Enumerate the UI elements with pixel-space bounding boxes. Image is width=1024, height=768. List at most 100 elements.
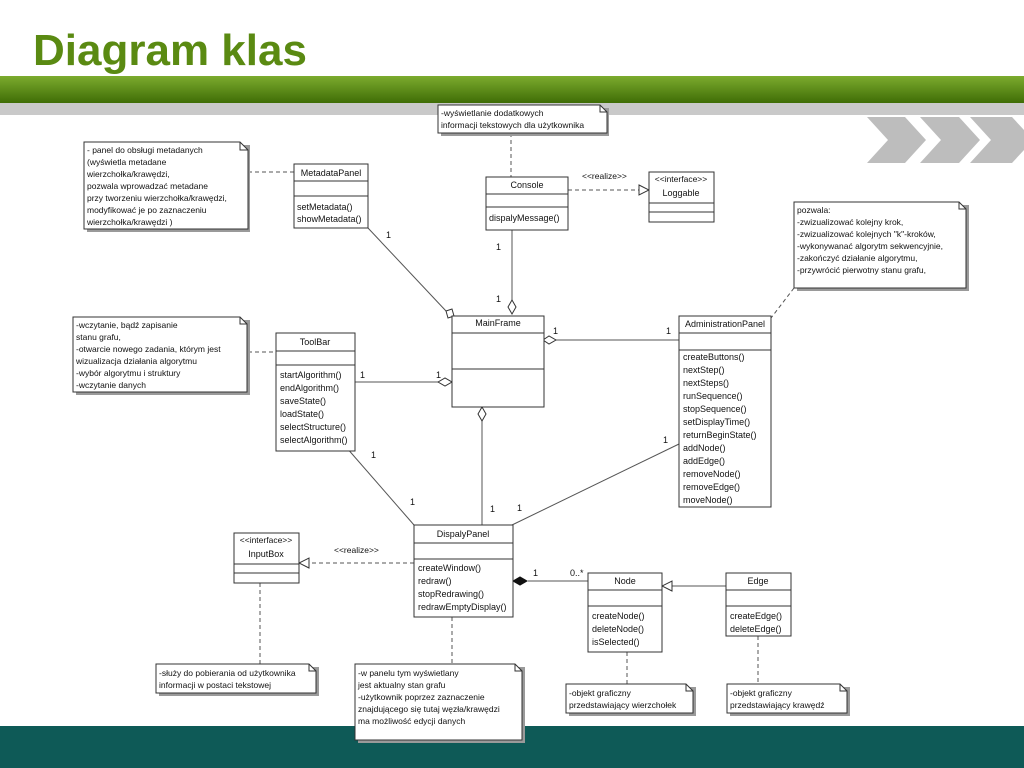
note-line: -w panelu tym wyświetlany (358, 668, 459, 678)
note-line: -zakończyć działanie algorytmu, (797, 253, 917, 263)
class-name: Loggable (662, 188, 699, 198)
note-line: -objekt graficzny (730, 688, 793, 698)
note-line: -wczytanie danych (76, 380, 146, 390)
note-line: -zwizualizować kolejnych "k"-kroków, (797, 229, 936, 239)
operation: createWindow() (418, 563, 481, 573)
note-line: -użytkownik poprzez zaznaczenie (358, 692, 485, 702)
note-edge: -objekt graficzny przedstawiający krawęd… (726, 683, 850, 716)
operation: nextSteps() (683, 378, 729, 388)
note-line: znajdującego się tutaj węzła/krawędzi (358, 704, 500, 714)
note-line: -przywrócić pierwotny stanu grafu, (797, 265, 926, 275)
operation: startAlgorithm() (280, 370, 342, 380)
slide-title: Diagram klas (33, 26, 307, 75)
note-input-box: -służy do pobierania od użytkownika info… (155, 663, 319, 696)
realize-label: <<realize>> (582, 171, 627, 181)
class-edge: Edge createEdge() deleteEdge() (725, 572, 792, 637)
operation: createButtons() (683, 352, 745, 362)
operation: stopSequence() (683, 404, 747, 414)
note-line: wierzchołka/krawędzi ) (86, 217, 173, 227)
operation: runSequence() (683, 391, 743, 401)
operation: redrawEmptyDisplay() (418, 602, 507, 612)
class-name: MainFrame (475, 318, 521, 328)
class-name: MetadataPanel (301, 168, 362, 178)
note-line: -objekt graficzny (569, 688, 632, 698)
note-node: -objekt graficzny przedstawiający wierzc… (565, 683, 696, 716)
note-line: -służy do pobierania od użytkownika (159, 668, 296, 678)
multiplicity-label: 1 (490, 504, 495, 514)
admin-note-connector (770, 287, 795, 319)
note-line: stanu grafu, (76, 332, 121, 342)
multiplicity-label: 1 (496, 242, 501, 252)
operation: removeEdge() (683, 482, 740, 492)
note-line: -wybór algorytmu i struktury (76, 368, 181, 378)
class-name: Node (614, 576, 636, 586)
note-line: wierzchołka/krawędzi, (86, 169, 170, 179)
multiplicity-label: 1 (663, 435, 668, 445)
composition-diamond (511, 576, 529, 586)
metadata-mainframe-assoc (367, 227, 447, 312)
operation: deleteNode() (592, 624, 644, 634)
operation: returnBeginState() (683, 430, 757, 440)
class-name: Edge (747, 576, 768, 586)
multiplicity-label: 1 (517, 503, 522, 513)
note-line: ma możliwość edycji danych (358, 716, 466, 726)
multiplicity-label: 1 (533, 568, 538, 578)
relation-labels: 1 1 1 1 1 1 1 1 1 1 1 1 1 0..* <<realize… (334, 171, 671, 578)
interface-loggable: <<interface>> Loggable (648, 171, 715, 223)
note-line: przedstawiający wierzchołek (569, 700, 677, 710)
note-line: pozwala wprowadzać metadane (87, 181, 208, 191)
note-administration: pozwala: -zwizualizować kolejny krok, -z… (793, 201, 969, 291)
realize-label: <<realize>> (334, 545, 379, 555)
operation: endAlgorithm() (280, 383, 339, 393)
multiplicity-label: 1 (553, 326, 558, 336)
operation: selectStructure() (280, 422, 346, 432)
note-line: przy tworzeniu wierzchołka/krawędzi, (87, 193, 227, 203)
note-toolbar: -wczytanie, bądź zapisanie stanu grafu, … (72, 316, 250, 395)
note-display-panel: -w panelu tym wyświetlany jest aktualny … (354, 663, 525, 743)
operation: selectAlgorithm() (280, 435, 348, 445)
operation: saveState() (280, 396, 326, 406)
chevron-decoration-icon (867, 117, 1024, 163)
class-console: Console dispalyMessage() (485, 176, 569, 231)
multiplicity-label: 1 (496, 294, 501, 304)
multiplicity-label: 1 (436, 370, 441, 380)
class-name: Console (510, 180, 543, 190)
note-line: -wczytanie, bądź zapisanie (76, 320, 178, 330)
operation: deleteEdge() (730, 624, 782, 634)
class-display-panel: DispalyPanel createWindow() redraw() sto… (413, 524, 514, 618)
operation: isSelected() (592, 637, 640, 647)
note-line: informacji w postaci tekstowej (159, 680, 271, 690)
operation: nextStep() (683, 365, 725, 375)
operation: stopRedrawing() (418, 589, 484, 599)
aggregation-diamond (542, 335, 558, 345)
interface-input-box: <<interface>> InputBox (233, 532, 300, 584)
class-name: AdministrationPanel (685, 319, 765, 329)
note-console: -wyświetlanie dodatkowych informacji tek… (437, 104, 609, 136)
multiplicity-label: 0..* (570, 568, 584, 578)
operation: addEdge() (683, 456, 725, 466)
class-name: InputBox (248, 549, 284, 559)
note-line: informacji tekstowych dla użytkownika (441, 120, 584, 130)
multiplicity-label: 1 (410, 497, 415, 507)
note-line: jest aktualny stan grafu (357, 680, 446, 690)
multiplicity-label: 1 (666, 326, 671, 336)
operation: createEdge() (730, 611, 782, 621)
toolbar-display-assoc (345, 446, 415, 526)
operation: removeNode() (683, 469, 741, 479)
note-line: modyfikować je po zaznaczeniu (87, 205, 207, 215)
multiplicity-label: 1 (371, 450, 376, 460)
class-name: ToolBar (300, 337, 331, 347)
note-line: -wykonywanać algorytm sekwencyjnie, (797, 241, 943, 251)
note-line: - panel do obsługi metadanych (87, 145, 203, 155)
note-line: -wyświetlanie dodatkowych (441, 108, 544, 118)
class-node: Node createNode() deleteNode() isSelecte… (587, 572, 663, 653)
operation: loadState() (280, 409, 324, 419)
note-line: pozwala: (797, 205, 831, 215)
note-line: (wyświetla metadane (87, 157, 167, 167)
operation: moveNode() (683, 495, 733, 505)
multiplicity-label: 1 (360, 370, 365, 380)
aggregation-diamond (477, 405, 487, 423)
operation: addNode() (683, 443, 726, 453)
operation: showMetadata() (297, 214, 362, 224)
operation: dispalyMessage() (489, 213, 560, 223)
